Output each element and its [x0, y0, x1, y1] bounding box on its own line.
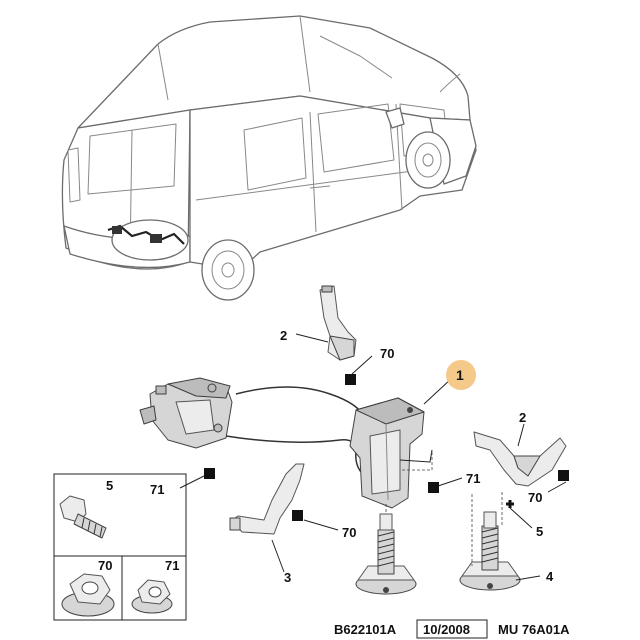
- legend-label-5: 5: [106, 478, 113, 493]
- date-box: [416, 619, 488, 639]
- footer-reference: B622101A 10/2008 MU 76A01A: [334, 619, 570, 639]
- screw-jack-left: [355, 513, 417, 595]
- marker-71-left: [204, 468, 215, 479]
- callout-3: 3: [284, 570, 291, 585]
- legend-label-71: 71: [165, 558, 179, 573]
- stud-bolt-icon: [59, 495, 107, 539]
- marker-5-plus: [506, 500, 514, 508]
- date-code: 10/2008: [423, 622, 470, 637]
- diagram-ref-number: B622101A: [334, 622, 397, 637]
- callout-2-top: 2: [280, 328, 287, 343]
- screw-jack-right: [459, 511, 521, 591]
- spare-wheel-carrier: [349, 397, 433, 509]
- fastener-markers: [204, 374, 569, 521]
- marker-70-mid: [292, 510, 303, 521]
- bracket-2-right: [473, 431, 567, 487]
- callout-1-highlight: [446, 360, 476, 390]
- callout-70-mid: 70: [342, 525, 356, 540]
- fastener-legend: 5 70 71: [53, 473, 187, 621]
- callout-71-left: 71: [150, 482, 164, 497]
- marker-70-right: [558, 470, 569, 481]
- model-ref-number: MU 76A01A: [498, 622, 570, 637]
- nut-icon: [131, 579, 173, 614]
- van-illustration: [61, 15, 477, 301]
- callout-70-top: 70: [380, 346, 394, 361]
- flange-nut-icon: [61, 573, 115, 617]
- callout-5: 5: [536, 524, 543, 539]
- marker-70-top: [345, 374, 356, 385]
- bracket-2-top: [319, 285, 357, 361]
- winch-mechanism: [139, 377, 233, 449]
- van-roof: [77, 15, 471, 129]
- callout-2-right: 2: [519, 410, 526, 425]
- leader-lines: [179, 333, 567, 581]
- callout-1: 1: [456, 367, 464, 383]
- callout-71-mid: 71: [466, 471, 480, 486]
- callout-4: 4: [546, 569, 554, 584]
- callout-70-right: 70: [528, 490, 542, 505]
- marker-71-mid: [428, 482, 439, 493]
- bracket-3: [229, 463, 305, 535]
- legend-label-70: 70: [98, 558, 112, 573]
